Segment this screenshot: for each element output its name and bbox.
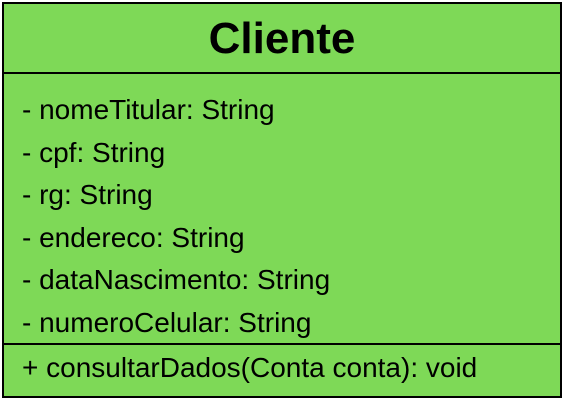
attribute-endereco: - endereco: String bbox=[22, 221, 245, 253]
attribute-rg: - rg: String bbox=[22, 179, 153, 210]
class-header: Cliente bbox=[4, 4, 560, 74]
attribute-data-nascimento: - dataNascimento: String bbox=[22, 264, 331, 295]
methods-compartment: + consultarDados(Conta conta): void bbox=[4, 345, 560, 390]
method-consultar-dados: + consultarDados(Conta conta): void bbox=[22, 352, 478, 383]
attribute-nome-titular: - nomeTitular: String bbox=[22, 94, 275, 125]
attribute-cpf: - cpf: String bbox=[22, 136, 166, 168]
attributes-compartment: - nomeTitular: String - cpf: String - rg… bbox=[4, 74, 560, 345]
class-name: Cliente bbox=[208, 14, 356, 63]
attribute-numero-celular: - numeroCelular: String bbox=[22, 306, 312, 338]
